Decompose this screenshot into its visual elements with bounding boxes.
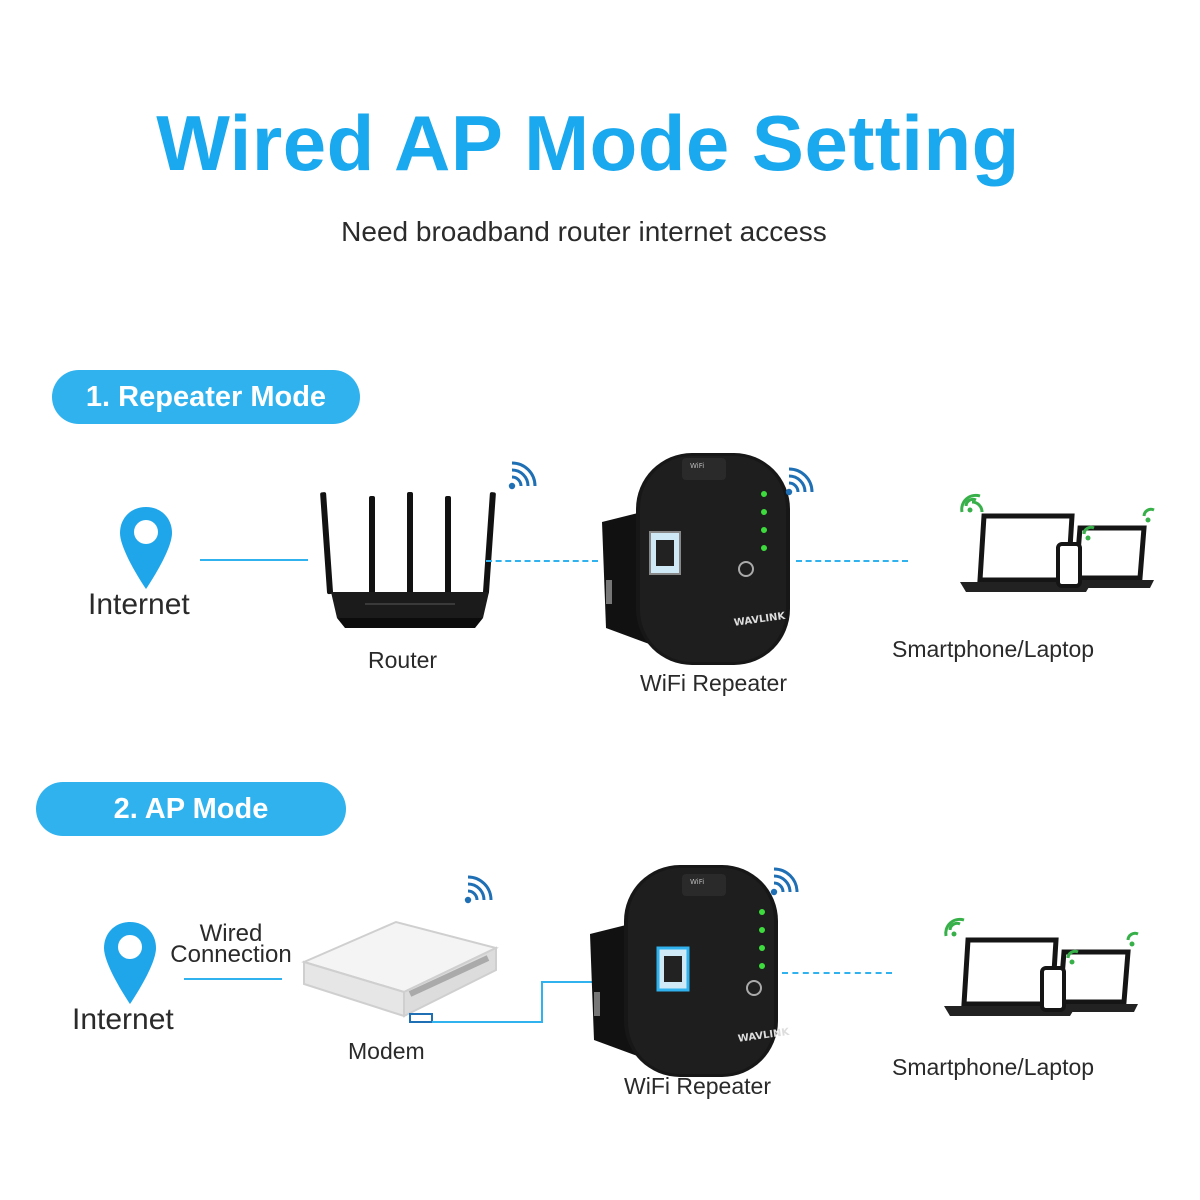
wifi-signal-icon xyxy=(770,867,799,896)
location-pin-icon xyxy=(120,507,172,589)
internet-label: Internet xyxy=(88,588,190,621)
internet-label: Internet xyxy=(72,1003,174,1036)
router-repeater-link xyxy=(486,560,598,562)
wifi-repeater-device: WiFi WAVLINK xyxy=(590,865,791,1077)
svg-text:WiFi: WiFi xyxy=(690,878,704,886)
laptop-phone-icon xyxy=(944,917,1139,1016)
wired-connection-label: Wired Connection xyxy=(160,920,302,968)
connection-label: Connection xyxy=(170,941,292,968)
repeater-clients-link xyxy=(782,972,892,974)
modem-icon xyxy=(301,920,499,1023)
internet-router-link xyxy=(200,559,308,561)
repeater-mode-badge: 1. Repeater Mode xyxy=(52,370,360,424)
wifi-repeater-device: WiFi WAVLINK xyxy=(602,453,790,665)
wifi-signal-icon xyxy=(464,875,493,904)
location-pin-icon xyxy=(104,922,156,1004)
repeater-clients-link xyxy=(796,560,908,562)
router-icon xyxy=(320,492,496,628)
router-label: Router xyxy=(368,647,438,673)
modem-label: Modem xyxy=(348,1038,425,1064)
svg-text:WiFi: WiFi xyxy=(690,462,704,470)
wifi-repeater-label: WiFi Repeater xyxy=(624,1073,771,1099)
page-subtitle: Need broadband router internet access xyxy=(341,216,827,247)
page-title: Wired AP Mode Setting xyxy=(156,99,1020,187)
laptop-phone-icon xyxy=(960,493,1155,592)
wired-label: Wired xyxy=(199,920,263,947)
ap-mode-badge: 2. AP Mode xyxy=(36,782,346,836)
internet-modem-link xyxy=(184,978,282,980)
clients-label: Smartphone/Laptop xyxy=(892,1054,1095,1080)
wifi-signal-icon xyxy=(508,461,537,490)
wifi-repeater-label: WiFi Repeater xyxy=(640,670,787,696)
clients-label: Smartphone/Laptop xyxy=(892,636,1095,662)
wifi-signal-icon xyxy=(785,467,814,496)
